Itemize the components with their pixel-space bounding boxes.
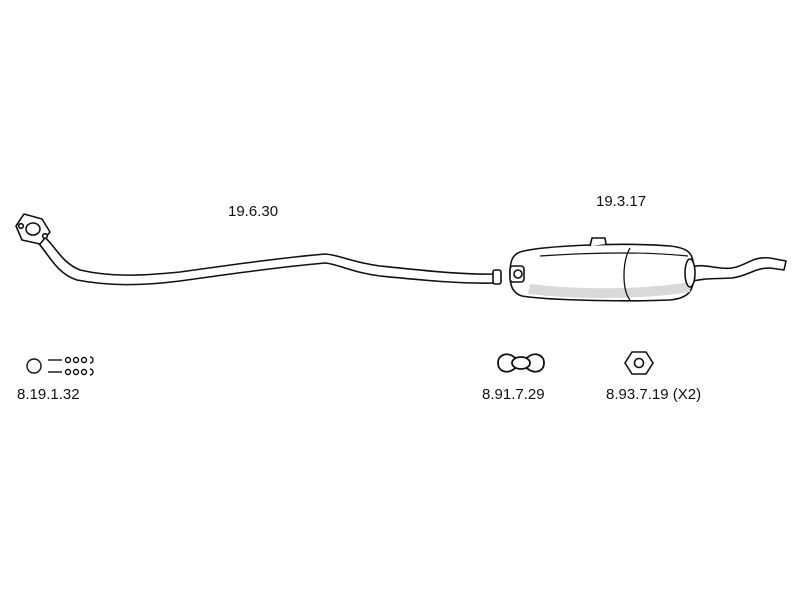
rubber-mount[interactable] bbox=[624, 351, 654, 375]
bolt-icon bbox=[48, 356, 94, 364]
part-number-front-pipe: 19.6.30 bbox=[228, 203, 279, 220]
rear-silencer[interactable] bbox=[509, 237, 787, 302]
bolt-icon bbox=[48, 368, 94, 376]
part-number-clamp: 8.91.7.29 bbox=[482, 386, 545, 403]
front-pipe[interactable] bbox=[15, 213, 502, 286]
part-number-rubber-mount: 8.93.7.19 (X2) bbox=[606, 386, 702, 403]
gasket-kit[interactable] bbox=[26, 356, 94, 376]
clamp[interactable] bbox=[497, 353, 545, 373]
part-number-rear-silencer: 19.3.17 bbox=[596, 193, 647, 210]
gasket-ring-icon bbox=[26, 358, 42, 374]
part-number-gasket-kit: 8.19.1.32 bbox=[17, 386, 80, 403]
